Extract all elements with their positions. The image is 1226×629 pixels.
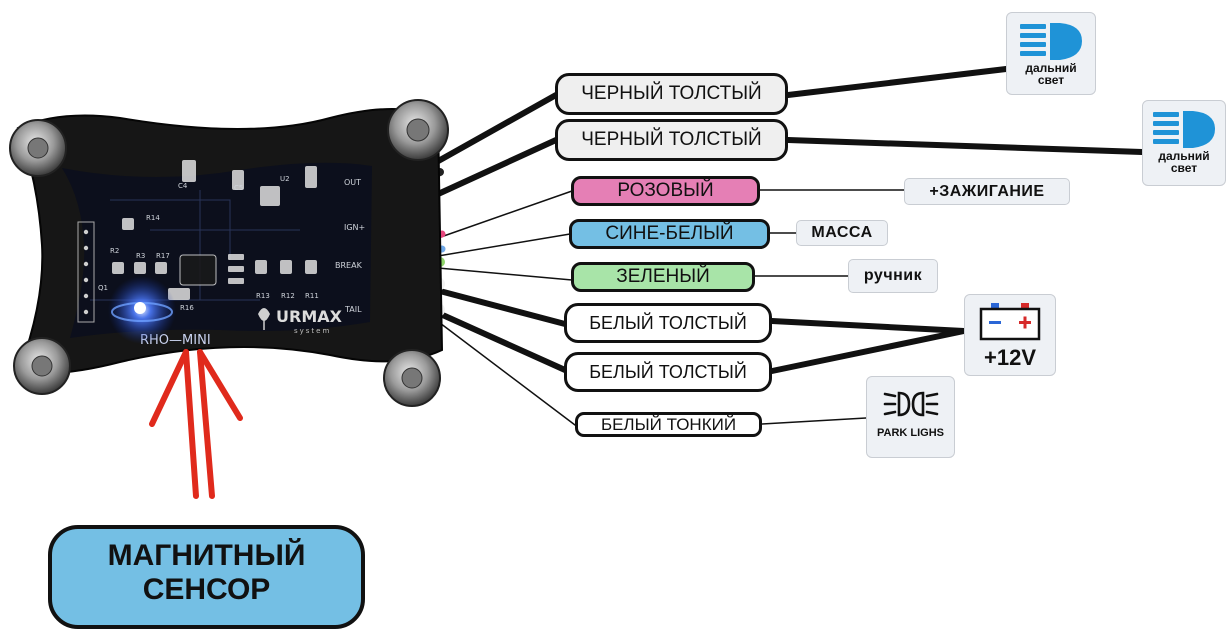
wire-pink [437, 190, 573, 239]
mounting-bolts [9, 99, 449, 407]
arrow-line [197, 349, 215, 499]
wire-to-high-beam-1 [785, 66, 1009, 98]
wire-black-thick-2 [422, 137, 559, 203]
wire-to-battery-2 [769, 328, 967, 374]
wire-to-high-beam-2 [785, 137, 1145, 155]
wiring-diagram: R14 C4 C5 U2 R2 R3 R17 Q1 R16 R13 R12 R1… [9, 66, 1145, 499]
pcb-ref-r11: R11 [305, 292, 319, 300]
label-pink: РОЗОВЫЙ [571, 176, 760, 206]
park-lights-label: PARK LIGHS [876, 427, 945, 439]
high-beam-icon [1020, 23, 1082, 60]
board-brand: URMAX [276, 307, 343, 326]
label-black-thick-2: ЧЕРНЫЙ ТОЛСТЫЙ [555, 119, 788, 161]
pcb-ref-r3: R3 [136, 252, 145, 260]
board-brand-sub: system [294, 327, 331, 335]
pcb-ref-r17: R17 [156, 252, 170, 260]
brand-logo-icon [258, 308, 270, 330]
tag-ignition: +ЗАЖИГАНИЕ [904, 178, 1070, 205]
pcb-ref-r13: R13 [256, 292, 270, 300]
wire-white-thick-2 [433, 309, 568, 373]
wire-to-park-lights [761, 417, 867, 425]
wire-white-thin [435, 319, 576, 426]
arrow-line [183, 349, 199, 499]
high-beam-2-line1: дальний [1158, 149, 1210, 163]
high-beam-1-line1: дальний [1025, 61, 1077, 75]
high-beam-2-line2: свет [1170, 161, 1198, 175]
park-lights-icon [883, 391, 938, 417]
target-park-lights: PARK LIGHS [866, 376, 955, 458]
sensor-line1: МАГНИТНЫЙ [107, 539, 306, 572]
pin-label-tail: TAIL [344, 305, 362, 314]
wire-white-thick-1 [433, 287, 568, 327]
wires-labels-to-targets [754, 66, 1145, 425]
pcb-ref-c4: C4 [178, 182, 188, 190]
wires-device-to-labels [405, 92, 576, 426]
target-battery: +12V [964, 294, 1056, 376]
label-blue-white: СИНЕ-БЕЛЫЙ [569, 219, 770, 249]
battery-voltage: +12V [984, 345, 1036, 370]
pin-label-break: BREAK [335, 261, 363, 270]
target-high-beam-1: дальний свет [1006, 12, 1096, 95]
pcb-ref-q1: Q1 [98, 284, 108, 292]
pcb-ref-c5: C5 [234, 184, 243, 192]
wire-blue-white [437, 233, 571, 257]
pcb-ref-r2: R2 [110, 247, 119, 255]
pcb-ref-r14: R14 [146, 214, 160, 222]
tag-ground: МАССА [796, 220, 888, 246]
pin-label-out: OUT [344, 178, 361, 187]
tag-handbrake: ручник [848, 259, 938, 293]
wire-green [437, 267, 573, 281]
label-green: ЗЕЛЕНЫЙ [571, 262, 755, 292]
label-white-thick-2: БЕЛЫЙ ТОЛСТЫЙ [564, 352, 772, 392]
pin-label-ign: IGN+ [344, 223, 365, 232]
high-beam-1-line2: свет [1037, 73, 1065, 87]
label-black-thick-1: ЧЕРНЫЙ ТОЛСТЫЙ [555, 73, 788, 115]
high-beam-icon [1153, 111, 1215, 148]
arrow-line [197, 349, 243, 421]
battery-icon [979, 303, 1041, 341]
controller-device: R14 C4 C5 U2 R2 R3 R17 Q1 R16 R13 R12 R1… [9, 99, 449, 407]
label-white-thick-1: БЕЛЫЙ ТОЛСТЫЙ [564, 303, 772, 343]
pcb-ref-u2: U2 [280, 175, 290, 183]
arrow-line [149, 349, 189, 427]
pcb-ref-r12: R12 [281, 292, 295, 300]
target-high-beam-2: дальний свет [1142, 100, 1226, 186]
sensor-line2: СЕНСОР [142, 573, 271, 606]
label-white-thin: БЕЛЫЙ ТОНКИЙ [575, 412, 762, 437]
pcb-ref-r16: R16 [180, 304, 194, 312]
sensor-pointer-arrows [149, 349, 243, 499]
magnetic-sensor-callout: МАГНИТНЫЙ СЕНСОР [48, 525, 365, 629]
wire-to-battery-1 [769, 318, 967, 334]
